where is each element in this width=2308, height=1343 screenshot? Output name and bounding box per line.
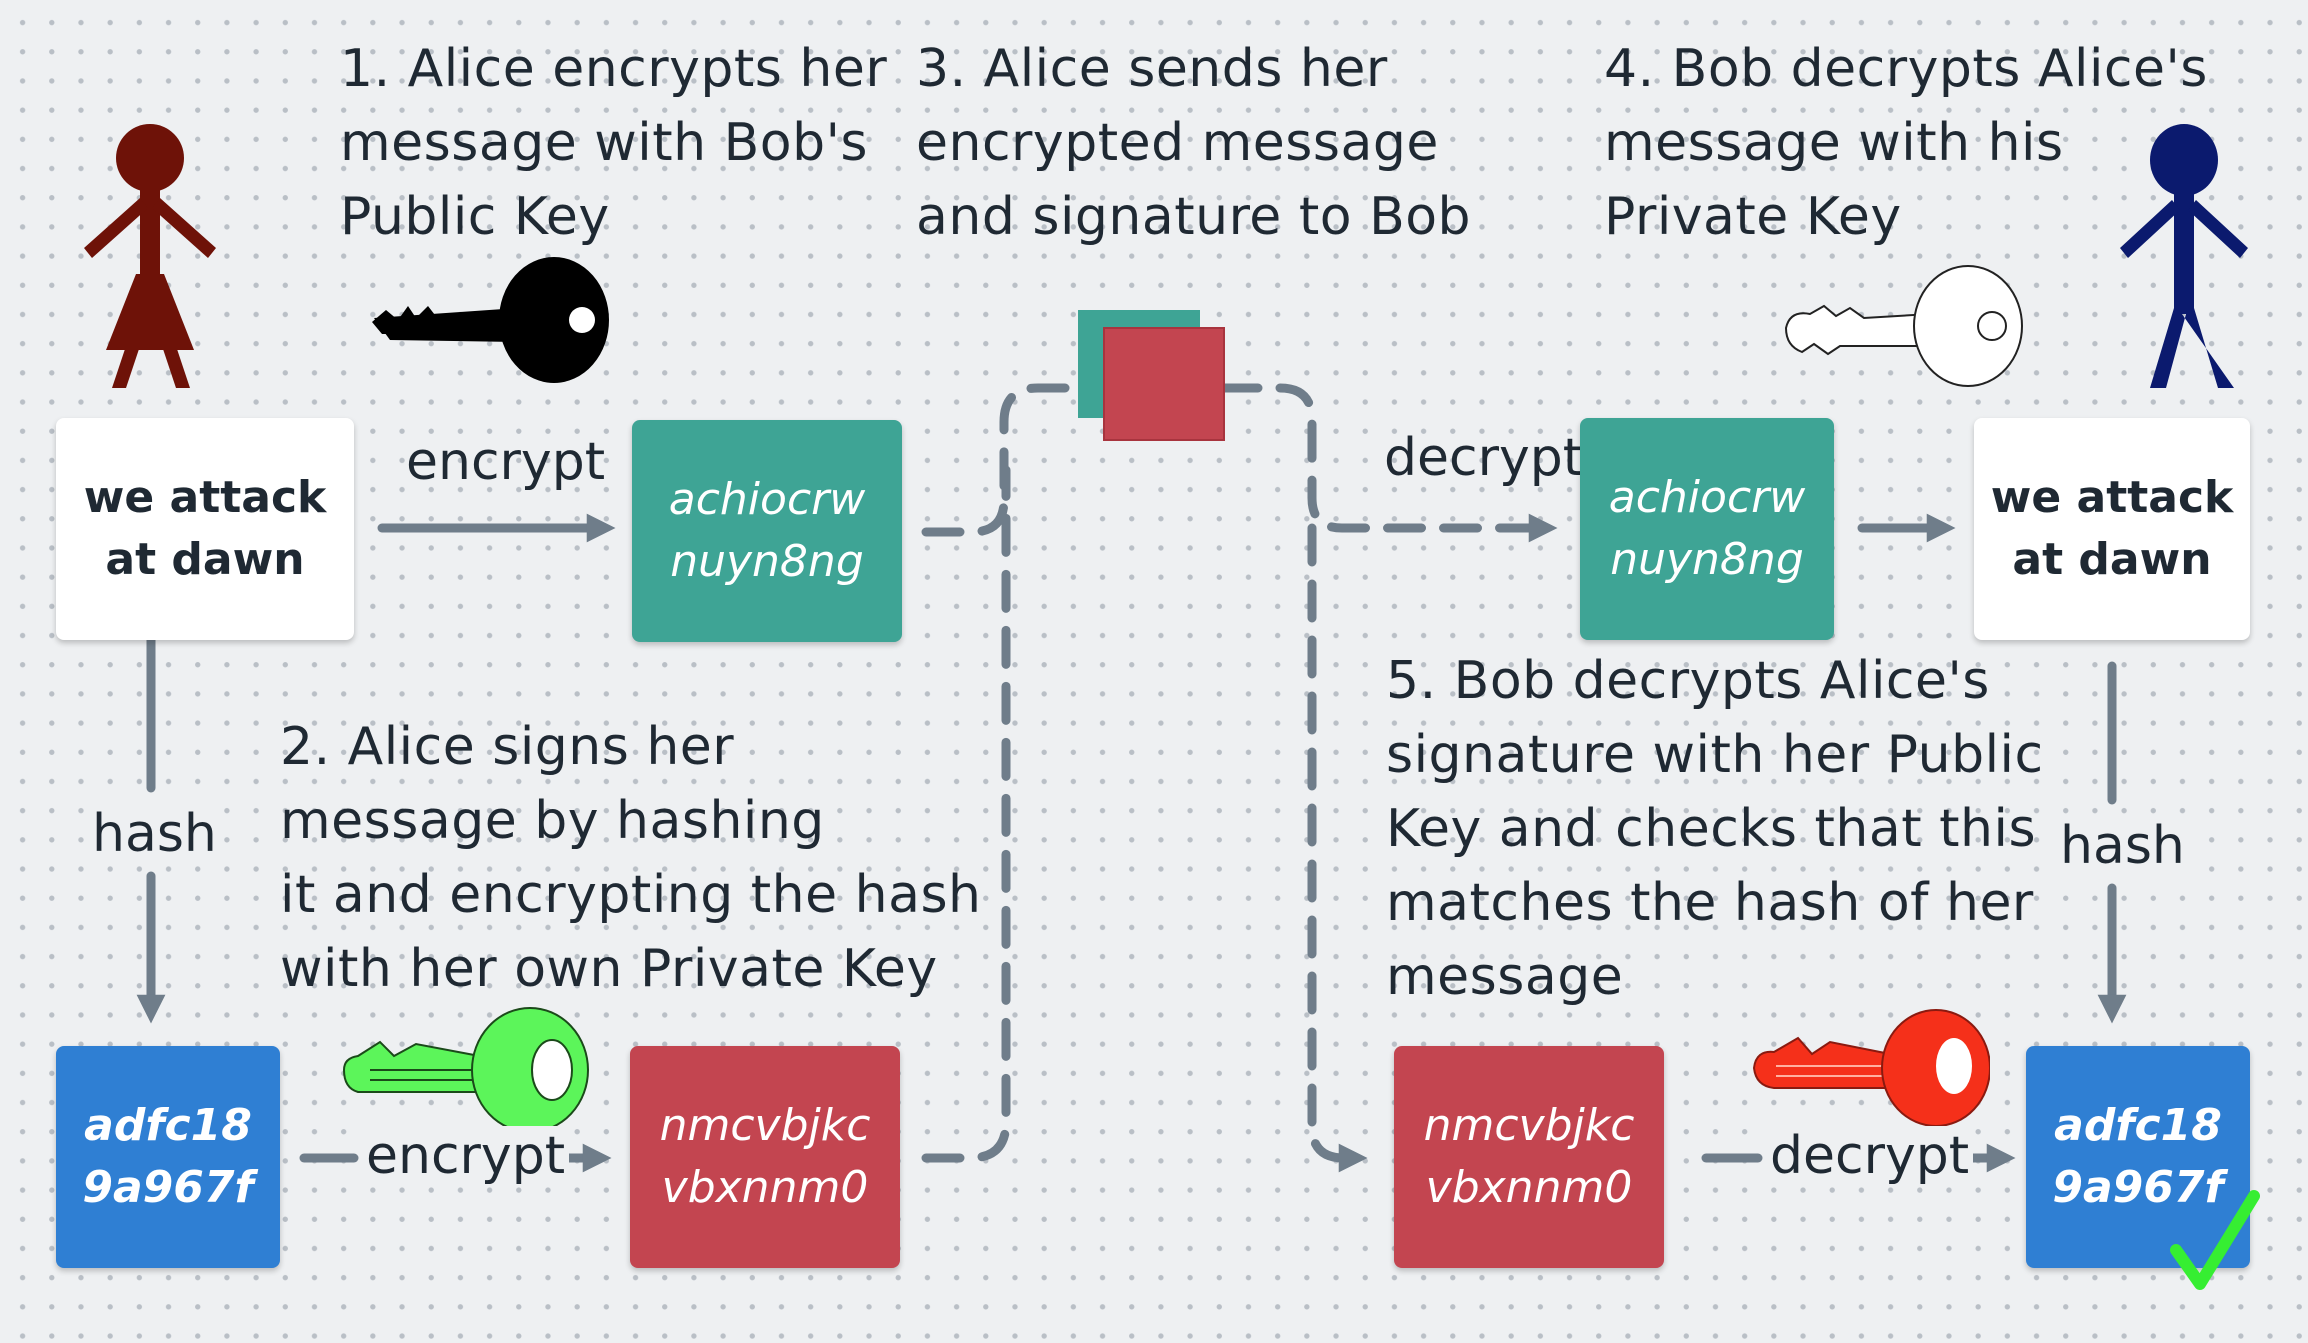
alice-message-line2: at dawn bbox=[105, 534, 305, 585]
step2-caption: 2. Alice signs her message by hashing it… bbox=[280, 710, 982, 1006]
step4-caption: 4. Bob decrypts Alice's message with his… bbox=[1604, 32, 2208, 254]
alice-ciphertext-box: achiocrw nuyn8ng bbox=[632, 420, 902, 642]
bob-hash-line2: 9a967f bbox=[2052, 1162, 2224, 1213]
bob-ciphertext-box: achiocrw nuyn8ng bbox=[1580, 418, 1834, 640]
hash-right-label: hash bbox=[2056, 816, 2189, 876]
dashed-receive-signature bbox=[1307, 523, 1368, 1173]
bob-signature-line1: nmcvbjkc bbox=[1423, 1100, 1635, 1151]
bob-public-key-icon bbox=[372, 257, 609, 383]
step5-line2: signature with her Public bbox=[1386, 725, 2044, 785]
step2-line2: message by hashing bbox=[280, 791, 825, 851]
bob-signature-box: nmcvbjkc vbxnnm0 bbox=[1394, 1046, 1664, 1268]
dashed-send-signature bbox=[921, 465, 1011, 1163]
envelope-icon bbox=[1078, 310, 1225, 441]
checkmark-icon bbox=[2170, 1190, 2260, 1290]
alice-ciphertext-line2: nuyn8ng bbox=[670, 536, 864, 587]
bob-figure bbox=[2120, 124, 2248, 388]
alice-signature-box: nmcvbjkc vbxnnm0 bbox=[630, 1046, 900, 1268]
bob-message-line2: at dawn bbox=[2012, 534, 2212, 585]
alice-ciphertext-line1: achiocrw bbox=[668, 474, 866, 525]
step2-line3: it and encrypting the hash bbox=[280, 865, 982, 925]
encrypt-bottom-label: encrypt bbox=[362, 1126, 570, 1186]
step1-line2: message with Bob's bbox=[340, 113, 868, 173]
step5-line1: 5. Bob decrypts Alice's bbox=[1386, 651, 1990, 711]
decrypt-bottom-label: decrypt bbox=[1766, 1126, 1974, 1186]
step3-line1: 3. Alice sends her bbox=[916, 39, 1388, 99]
alice-figure bbox=[84, 124, 216, 388]
step4-line1: 4. Bob decrypts Alice's bbox=[1604, 39, 2208, 99]
bob-ciphertext-line1: achiocrw bbox=[1608, 472, 1806, 523]
alice-private-key-icon bbox=[342, 1007, 589, 1133]
step5-line4: matches the hash of her bbox=[1386, 873, 2034, 933]
alice-hash-line2: 9a967f bbox=[82, 1162, 254, 1213]
step5-line5: message bbox=[1386, 947, 1624, 1007]
step1-caption: 1. Alice encrypts her message with Bob's… bbox=[340, 32, 887, 254]
encrypt-top-label: encrypt bbox=[406, 432, 606, 492]
decrypt-top-label: decrypt bbox=[1384, 428, 1584, 488]
step3-line3: and signature to Bob bbox=[916, 187, 1472, 247]
step2-line4: with her own Private Key bbox=[280, 939, 938, 999]
step2-line1: 2. Alice signs her bbox=[280, 717, 735, 777]
alice-signature-line2: vbxnnm0 bbox=[661, 1162, 869, 1213]
step5-caption: 5. Bob decrypts Alice's signature with h… bbox=[1386, 644, 2044, 1014]
bob-signature-line2: vbxnnm0 bbox=[1425, 1162, 1633, 1213]
alice-hash-line1: adfc18 bbox=[84, 1100, 252, 1151]
step3-caption: 3. Alice sends her encrypted message and… bbox=[916, 32, 1471, 254]
step1-line3: Public Key bbox=[340, 187, 610, 247]
alice-signature-line1: nmcvbjkc bbox=[659, 1100, 871, 1151]
bob-ciphertext-line2: nuyn8ng bbox=[1610, 534, 1804, 585]
alice-hash-box: adfc18 9a967f bbox=[56, 1046, 280, 1268]
step1-line1: 1. Alice encrypts her bbox=[340, 39, 888, 99]
step5-line3: Key and checks that this bbox=[1386, 799, 2037, 859]
bob-hash-box: adfc18 9a967f bbox=[2026, 1046, 2250, 1268]
step3-line2: encrypted message bbox=[916, 113, 1439, 173]
alice-message-line1: we attack bbox=[83, 472, 327, 523]
dashed-send-ciphertext bbox=[921, 383, 1085, 537]
bob-message-box: we attack at dawn bbox=[1974, 418, 2250, 640]
bob-private-key-icon bbox=[1784, 265, 2023, 387]
alice-message-box: we attack at dawn bbox=[56, 418, 354, 640]
bob-hash-line1: adfc18 bbox=[2054, 1100, 2222, 1151]
hash-left-label: hash bbox=[88, 804, 221, 864]
step4-line2: message with his bbox=[1604, 113, 2064, 173]
alice-public-key-icon bbox=[1752, 1009, 1990, 1127]
bob-message-line1: we attack bbox=[1990, 472, 2234, 523]
step4-line3: Private Key bbox=[1604, 187, 1902, 247]
dashed-receive-ciphertext bbox=[1219, 383, 1558, 543]
